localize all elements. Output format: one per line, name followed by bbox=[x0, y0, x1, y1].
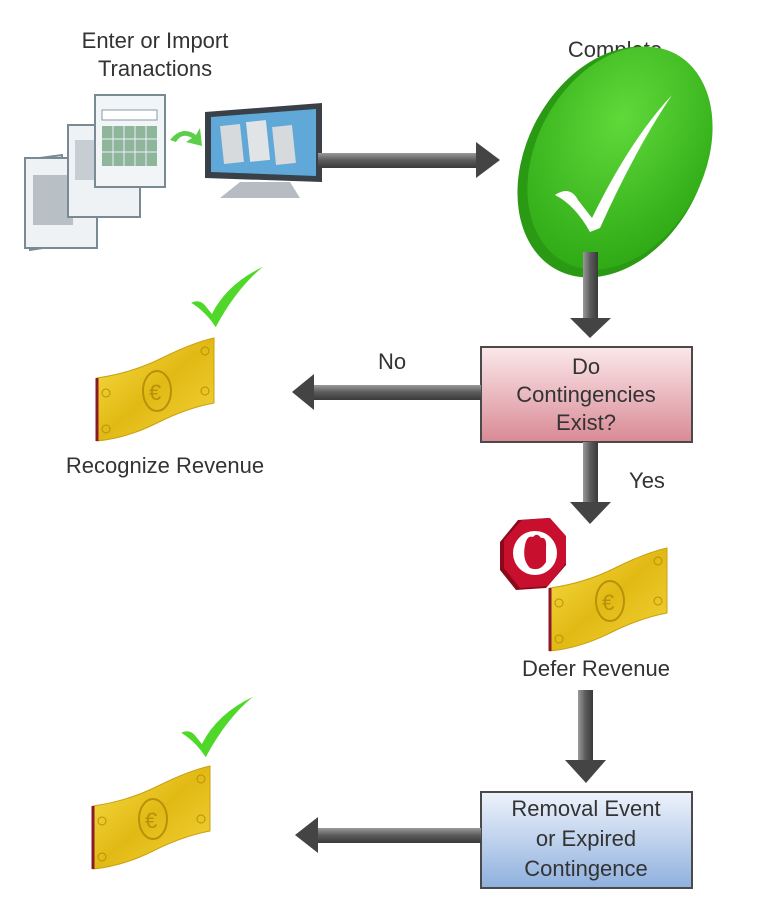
decision-box: Do Contingencies Exist? bbox=[480, 346, 693, 443]
arrow-to-complete bbox=[318, 142, 500, 178]
decision-line2: Contingencies bbox=[516, 382, 655, 407]
monitor-icon bbox=[205, 103, 322, 198]
check-icon bbox=[181, 696, 253, 758]
removal-line3: Contingence bbox=[524, 856, 648, 881]
arrow-to-decision bbox=[570, 252, 611, 338]
documents-icon bbox=[23, 94, 166, 252]
defer-revenue-label: Defer Revenue bbox=[522, 656, 670, 681]
no-label: No bbox=[378, 349, 406, 374]
import-arrow-icon bbox=[170, 128, 202, 146]
complete-check-icon bbox=[517, 46, 713, 278]
yes-label: Yes bbox=[629, 468, 665, 493]
check-icon bbox=[191, 266, 263, 328]
arrow-yes bbox=[570, 442, 611, 524]
euro-bill-icon bbox=[95, 336, 216, 443]
removal-box: Removal Event or Expired Contingence bbox=[480, 791, 693, 889]
euro-bill-icon bbox=[548, 546, 669, 653]
enter-import-label-line1: Enter or Import bbox=[82, 28, 229, 53]
removal-line2: or Expired bbox=[536, 826, 636, 851]
arrow-to-recognized-bill bbox=[295, 817, 481, 853]
arrow-to-removal bbox=[565, 690, 606, 783]
euro-bill-icon bbox=[91, 764, 212, 871]
recognize-revenue-label: Recognize Revenue bbox=[66, 453, 264, 478]
removal-line1: Removal Event bbox=[511, 796, 660, 821]
arrow-no bbox=[292, 374, 481, 410]
enter-import-label-line2: Tranactions bbox=[98, 56, 212, 81]
decision-line3: Exist? bbox=[556, 410, 616, 435]
decision-line1: Do bbox=[572, 354, 600, 379]
stop-hand-icon bbox=[500, 518, 566, 590]
